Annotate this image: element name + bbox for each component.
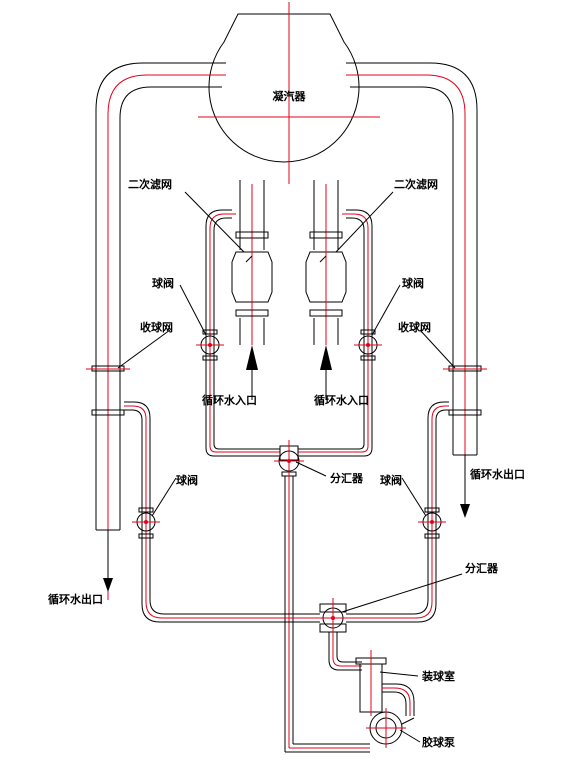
label-condenser: 凝汽器 xyxy=(273,89,307,103)
ball-valve-upper-left xyxy=(196,329,224,361)
label-inlet-left: 循环水入口 xyxy=(202,393,257,407)
ball-pump xyxy=(366,708,415,748)
ball-valve-lower-right xyxy=(418,507,446,539)
label-collector-left: 收球网 xyxy=(140,320,173,334)
outlet-arrow-right xyxy=(460,455,470,518)
inlet-arrow-left xyxy=(246,345,258,400)
label-inlet-right: 循环水入口 xyxy=(314,393,369,407)
manifold-drop-pipe xyxy=(284,476,370,753)
label-collector-right: 收球网 xyxy=(398,320,431,334)
collector-right xyxy=(443,365,487,416)
label-ball-valve-upper-right: 球阀 xyxy=(402,276,424,290)
label-ball-valve-lower-right: 球阀 xyxy=(380,473,402,487)
outer-pipe-left xyxy=(95,62,226,600)
condenser xyxy=(198,2,380,184)
label-outlet-left: 循环水出口 xyxy=(48,592,103,606)
leader-lines xyxy=(117,191,463,743)
label-secondary-filter-left: 二次滤网 xyxy=(128,177,172,191)
ball-chamber xyxy=(355,650,415,716)
label-manifold-upper: 分汇器 xyxy=(330,471,364,485)
secondary-filter-right xyxy=(305,231,347,317)
secondary-filter-left xyxy=(231,231,273,317)
label-ball-valve-lower-left: 球阀 xyxy=(176,473,198,487)
label-ball-valve-upper-left: 球阀 xyxy=(152,276,174,290)
chamber-feed-pipe xyxy=(328,632,362,671)
ball-valve-upper-right xyxy=(354,329,382,361)
collector-left xyxy=(86,365,130,416)
outlet-arrow-left xyxy=(103,530,113,592)
inlet-arrow-right xyxy=(320,345,332,400)
label-manifold-lower: 分汇器 xyxy=(465,561,499,575)
ball-valve-lower-left xyxy=(132,507,160,539)
label-ball-pump: 胶球泵 xyxy=(422,735,455,749)
label-outlet-right: 循环水出口 xyxy=(470,467,525,481)
outer-pipe-right xyxy=(346,62,478,495)
label-ball-chamber: 装球室 xyxy=(421,669,455,683)
manifold-upper xyxy=(274,440,304,480)
label-secondary-filter-right: 二次滤网 xyxy=(394,177,438,191)
